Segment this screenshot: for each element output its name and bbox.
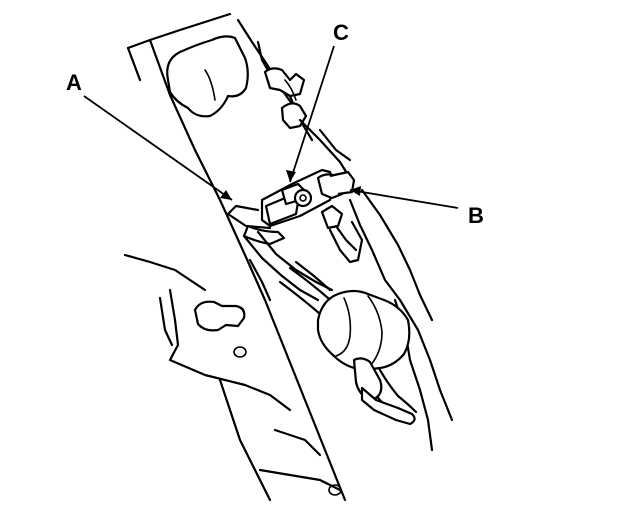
callout-label-b: B: [468, 203, 484, 228]
upper-duct: [166, 18, 314, 142]
leader-line-c: [289, 45, 335, 183]
connector-assembly: [226, 168, 358, 302]
leader-arrow-b: [350, 186, 361, 196]
callout-label-c: C: [333, 20, 349, 45]
callout-label-a: A: [66, 70, 82, 95]
cable-boot: [278, 260, 418, 426]
leader-arrow-c: [286, 170, 296, 182]
leader-line-b: [349, 189, 459, 209]
leader-lines: [83, 45, 459, 209]
leader-line-a: [83, 95, 233, 201]
leader-arrow-a: [220, 190, 232, 200]
body-panel: [123, 12, 347, 502]
